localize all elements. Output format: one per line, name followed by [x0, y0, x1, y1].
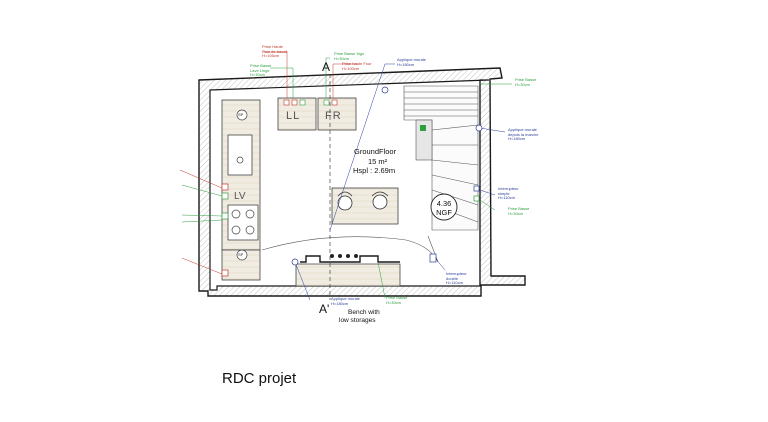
- room-name: GroundFloor: [354, 147, 397, 156]
- cooktop: [227, 204, 259, 241]
- leader-lines: [179, 51, 512, 301]
- section-marker-bottom: A': [319, 302, 330, 316]
- section-marker-top: A: [322, 60, 331, 74]
- bench-label-line2: low storages: [339, 317, 376, 324]
- appliance-fr-label: FR: [325, 110, 342, 122]
- ngf-value: 4.36: [436, 199, 452, 208]
- staircase: [403, 85, 479, 231]
- room-height: Hspl : 2.69m: [353, 166, 396, 175]
- sp-label: SP: [238, 252, 244, 257]
- ngf-label: NGF: [436, 208, 452, 217]
- bench: [295, 254, 401, 287]
- sp-label: SP: [238, 112, 244, 117]
- dining-table: [331, 187, 399, 225]
- sp-circle: [236, 109, 248, 121]
- appliance-lv-label: LV: [234, 191, 246, 202]
- room-area: 15 m²: [368, 157, 388, 166]
- sp-circle: [236, 249, 248, 261]
- appliances: [277, 97, 357, 131]
- appliance-ll-label: LL: [286, 110, 301, 122]
- bench-label-line1: Bench with: [348, 309, 380, 316]
- ngf-marker: [430, 193, 458, 221]
- sink: [227, 134, 253, 176]
- plan-caption: RDC projet: [222, 370, 297, 387]
- left-outlets: [221, 86, 483, 277]
- kitchen-worktop: [221, 99, 261, 281]
